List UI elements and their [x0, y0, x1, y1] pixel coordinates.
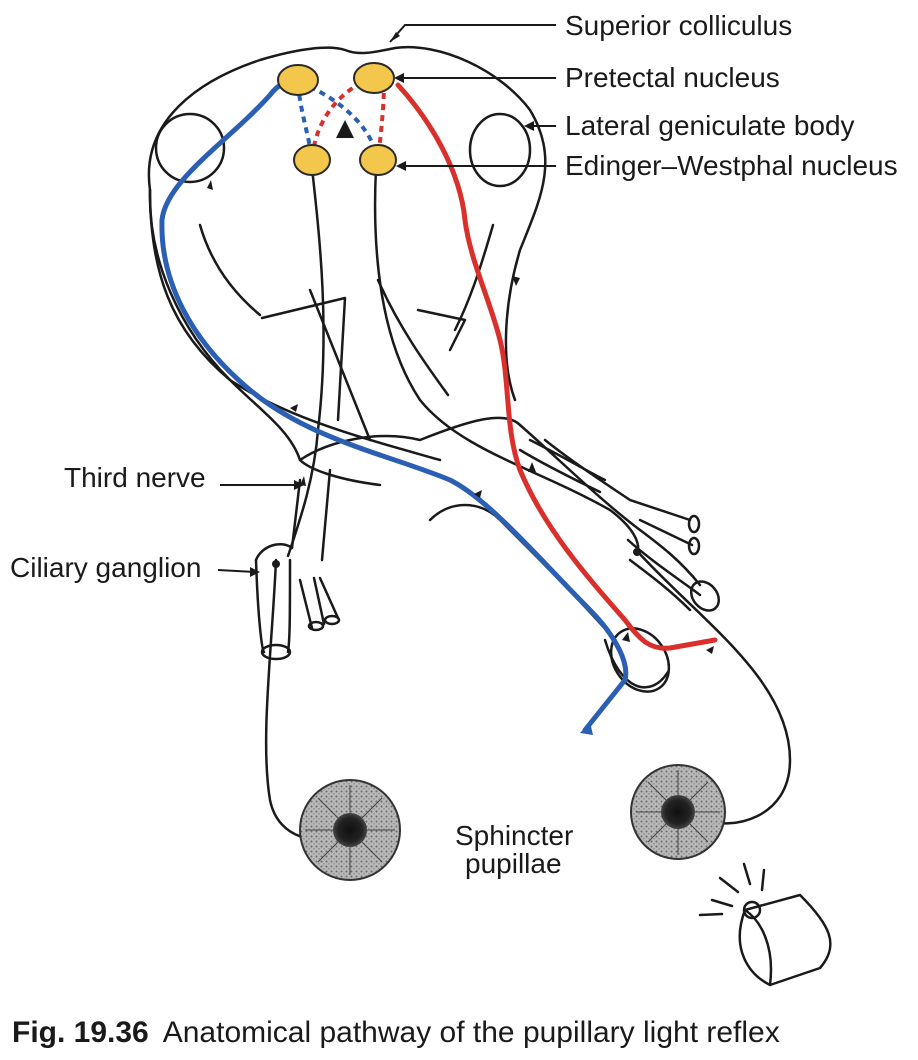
label-third-nerve: Third nerve: [64, 462, 206, 493]
label-edinger-westphal-nucleus: Edinger–Westphal nucleus: [565, 150, 898, 181]
red-afferent-pathway: [310, 76, 718, 651]
triangle-marker-icon: [336, 120, 354, 138]
leader-lines: [217, 24, 556, 577]
label-superior-colliculus: Superior colliculus: [565, 10, 792, 41]
label-ciliary-ganglion: Ciliary ganglion: [10, 552, 201, 583]
figure-caption: Fig. 19.36 Anatomical pathway of the pup…: [12, 1016, 780, 1049]
direction-arrow-icons: [207, 180, 714, 654]
label-lateral-geniculate-body: Lateral geniculate body: [565, 110, 855, 141]
edinger-westphal-nuclei: [293, 144, 397, 176]
blue-afferent-pathway: [159, 78, 629, 735]
lateral-geniculate-left: [154, 112, 226, 184]
efferent-fibers: [264, 164, 792, 841]
figure-caption-text: Anatomical pathway of the pupillary ligh…: [163, 1016, 780, 1049]
optic-pathway-outline: [148, 188, 721, 693]
left-eye: [299, 779, 401, 881]
label-pretectal-nucleus: Pretectal nucleus: [565, 62, 780, 93]
figure-number: Fig. 19.36: [12, 1016, 149, 1049]
flashlight-icon: [698, 862, 832, 987]
label-sphincter: Sphincter: [455, 820, 573, 851]
pretectal-nuclei: [277, 62, 395, 96]
midbrain-outline: [147, 45, 547, 462]
label-pupillae: pupillae: [465, 848, 562, 879]
right-eye: [630, 764, 726, 860]
lateral-geniculate-right: [468, 112, 532, 188]
